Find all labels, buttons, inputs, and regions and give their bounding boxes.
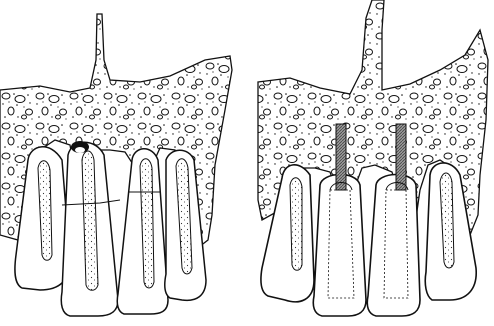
left-tooth-2: [61, 141, 118, 316]
left-panel: [0, 14, 232, 316]
right-panel: [258, 0, 488, 316]
right-tooth-1-pulp: [290, 178, 302, 271]
left-tooth-3: [117, 149, 168, 314]
right-tooth-3-post: [396, 124, 406, 190]
right-tooth-2-post: [336, 124, 346, 190]
